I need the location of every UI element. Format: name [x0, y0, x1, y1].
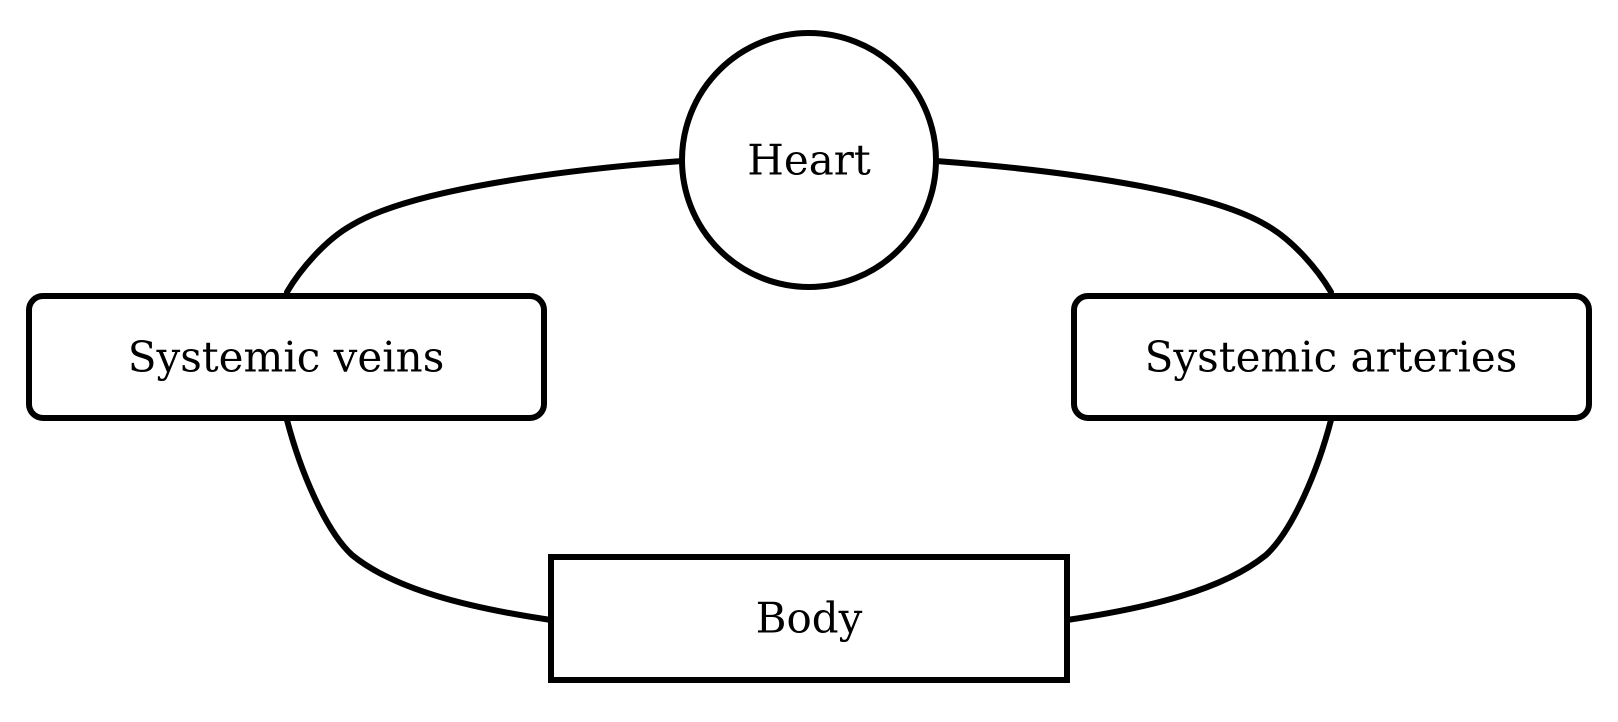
- systemic-arteries-box: [1071, 293, 1592, 421]
- node-body: Body: [548, 554, 1070, 683]
- edge-heart-arteries: [933, 158, 1334, 295]
- systemic-veins-box: [26, 293, 547, 421]
- node-systemic-veins: Systemic veins: [26, 293, 547, 421]
- node-heart: Heart: [679, 30, 939, 290]
- systemic-arteries-label: Systemic arteries: [1145, 333, 1518, 382]
- heart-label: Heart: [747, 136, 871, 185]
- heart-circle: [679, 30, 939, 290]
- connectors: [284, 158, 1334, 623]
- edge-heart-veins: [284, 158, 685, 295]
- systemic-veins-label: Systemic veins: [128, 333, 445, 382]
- body-box: [548, 554, 1070, 683]
- edge-veins-body: [284, 417, 554, 623]
- node-systemic-arteries: Systemic arteries: [1071, 293, 1592, 421]
- body-label: Body: [756, 594, 863, 643]
- edge-arteries-body: [1064, 417, 1334, 623]
